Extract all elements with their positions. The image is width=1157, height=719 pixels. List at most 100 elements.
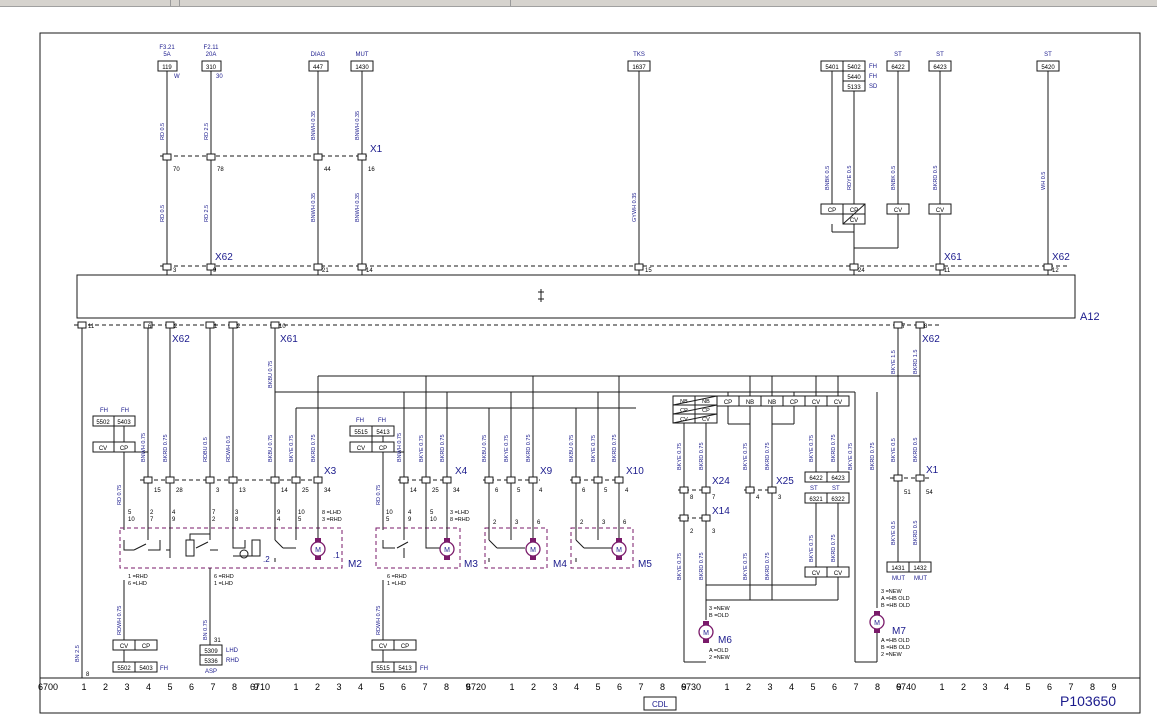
grid-number: 5	[595, 682, 600, 692]
pin-number: 14	[281, 488, 288, 494]
grid-number: 8	[875, 682, 880, 692]
wire-label: BKRD 0.75	[831, 534, 837, 562]
cp-label: CP	[702, 408, 710, 414]
connector-label: X25	[776, 476, 794, 487]
fh-left-group: FH FH 5502 5403 CV CP RD 0.75 RDWH 0.75 …	[92, 408, 168, 673]
pin-number: 51	[904, 490, 911, 496]
pin-number: 24	[858, 268, 865, 274]
pin-number: 5	[298, 517, 302, 523]
pin-number: 10	[430, 517, 437, 523]
cv-label: CV	[936, 208, 944, 214]
wire-label: BKYE 0.5	[891, 521, 897, 545]
pin-number: 34	[324, 488, 331, 494]
pin-number: 4	[756, 495, 760, 501]
cp-label: CP	[379, 446, 387, 452]
wire-label: BKRD 0.75	[612, 434, 618, 462]
nb-label: NB	[746, 400, 754, 406]
window-top-bar	[0, 0, 1157, 7]
wire-label: BKRD 0.75	[311, 434, 317, 462]
connector-label: X4	[455, 466, 468, 477]
cv-label: CV	[894, 208, 902, 214]
right-top-connectors: CP CP CV CV CV	[820, 203, 952, 225]
variant-label: 2 =NEW	[881, 652, 902, 658]
pin-number: 8	[924, 324, 928, 330]
pin-number: 5	[430, 510, 434, 516]
grid-number: 1	[724, 682, 729, 692]
grid-number: 7	[638, 682, 643, 692]
pin-number: 2	[690, 529, 694, 535]
pin-number: 4	[408, 510, 412, 516]
component-label: M7	[892, 626, 906, 637]
st-label: ST	[894, 52, 902, 58]
grid-number: 2	[315, 682, 320, 692]
pin-number: 2	[580, 520, 584, 526]
grid-number: 5	[810, 682, 815, 692]
grid-number: 6	[1047, 682, 1052, 692]
fh-label: FH	[356, 418, 364, 424]
code: 6422	[809, 476, 823, 482]
wire-label: BKYE 0.75	[848, 443, 854, 470]
grid-number: 6	[401, 682, 406, 692]
grid-number: 4	[1004, 682, 1009, 692]
grid-number: 7	[210, 682, 215, 692]
sub-label: .1	[333, 551, 340, 560]
source-code: 5440	[847, 75, 861, 81]
wire-label: BNWH 0.75	[141, 433, 147, 462]
pin-number: 78	[217, 167, 224, 173]
pin-number: 6	[582, 488, 586, 494]
component-label: M4	[553, 559, 567, 570]
connectors-row-x3: X3 15 28 3 13 14 25 34 X4 14 25 34 X9 6 …	[140, 466, 644, 494]
component-label: M5	[638, 559, 652, 570]
pin-number: 3	[173, 268, 177, 274]
module-label: A12	[1080, 311, 1100, 323]
source-code: 5420	[1041, 65, 1055, 71]
mut-label: MUT	[914, 576, 927, 582]
grid-number: 9	[681, 682, 686, 692]
fuse-rating: 20A	[206, 52, 217, 58]
variant-label: 3 =LHD	[450, 510, 469, 516]
wire-label: BKRD 0.75	[699, 442, 705, 470]
connector-label: X24	[712, 476, 730, 487]
variant-label: B =HB OLD	[881, 603, 910, 609]
pin-number: 3	[515, 520, 519, 526]
wire-label: RDBU 0.5	[203, 437, 209, 462]
pin-number: 4	[277, 517, 281, 523]
sub-label: .2	[263, 555, 270, 564]
diagram-reference: P103650	[1060, 693, 1116, 709]
pin-number: 9	[277, 510, 281, 516]
grid-number: 4	[789, 682, 794, 692]
pin-number: 6	[495, 488, 499, 494]
grid-number: 1	[509, 682, 514, 692]
pin-number: 4	[625, 488, 629, 494]
connector-bottom: 11 6 2 1 2 10 7 8 X62 X61 X62	[74, 321, 940, 345]
pin-number: 54	[926, 490, 933, 496]
code: 1431	[891, 566, 905, 572]
wire-label: RDWH 0.5	[226, 436, 232, 462]
cv-label: CV	[834, 400, 842, 406]
grid-tab-6720: 6720	[466, 682, 486, 692]
pin-number: 3	[712, 529, 716, 535]
connector-label: X1	[926, 465, 939, 476]
source-label: TKS	[633, 52, 645, 58]
cv-label: CV	[702, 417, 710, 423]
grid-tab-6740: 6740	[896, 682, 916, 692]
cp-label: CP	[680, 408, 688, 414]
source-code: 5401	[825, 65, 839, 71]
top-wire-labels: RD 0.5 RD 2.5 BNWH 0.35 BNWH 0.35 RD 0.5…	[160, 111, 1047, 222]
wire-label: BKYE 0.75	[504, 435, 510, 462]
grid-number: 7	[853, 682, 858, 692]
pin-number: 34	[453, 488, 460, 494]
wire-label: BKRD 0.75	[699, 552, 705, 580]
grid-number: 4	[358, 682, 363, 692]
grid-number: 8	[444, 682, 449, 692]
pin-number: 10	[279, 324, 286, 330]
pin-number: 3	[602, 520, 606, 526]
wire-label: BNBK 0.5	[891, 166, 897, 190]
right-block: NB NB CP CP CV CV CP NB NB CP CV CV BKYE…	[672, 376, 850, 663]
wire-label: RD 0.75	[117, 485, 123, 505]
grid-number: 4	[146, 682, 151, 692]
pin-number: 25	[432, 488, 439, 494]
fh-label: FH	[100, 408, 108, 414]
